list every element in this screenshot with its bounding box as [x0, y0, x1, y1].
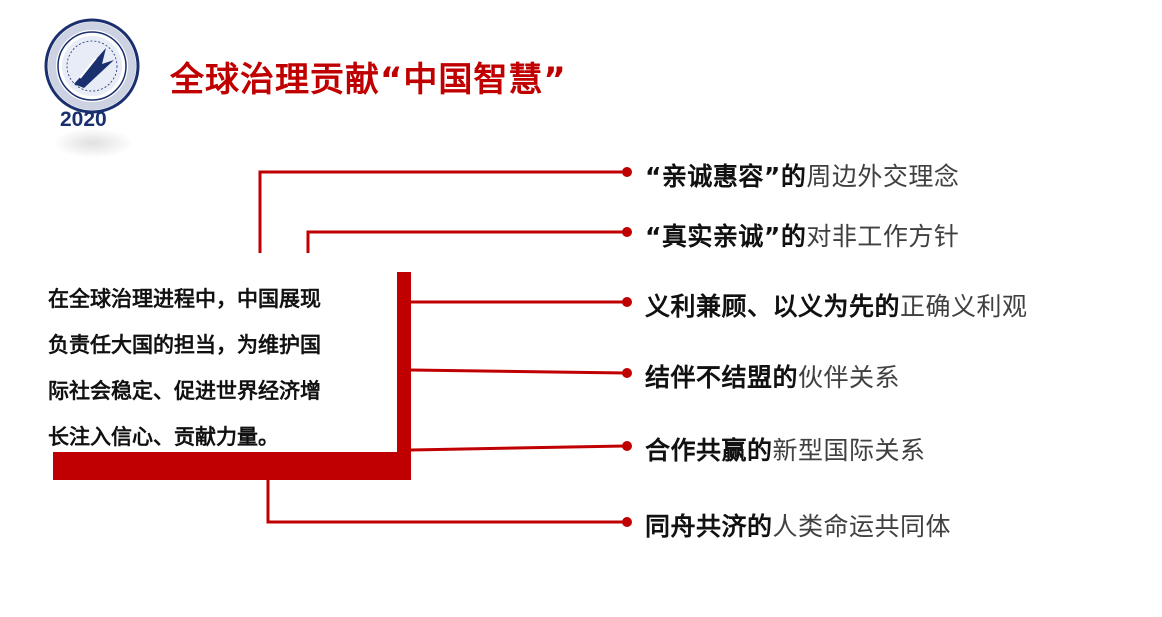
- list-item-6: 同舟共济的人类命运共同体: [645, 507, 951, 543]
- connector-line-4: [410, 368, 626, 375]
- list-item-2: “真实亲诚”的对非工作方针: [645, 217, 959, 253]
- item-prefix: 同舟共济的: [645, 512, 773, 541]
- connector-line-2: [306, 230, 625, 253]
- summary-line-3: 际社会稳定、促进世界经济增: [48, 379, 321, 403]
- item-prefix: “真实亲诚”的: [645, 222, 807, 251]
- bracket-bottom-bar: [53, 452, 411, 480]
- year-label: 2020: [60, 108, 107, 131]
- item-prefix: 合作共赢的: [645, 436, 773, 465]
- connector-dot-2: [622, 227, 632, 237]
- item-highlight: 正确义利观: [900, 292, 1028, 321]
- summary-line-2: 负责任大国的担当，为维护国: [48, 333, 321, 357]
- connector-dot-6: [622, 517, 632, 527]
- list-item-1: “亲诚惠容”的周边外交理念: [645, 157, 959, 193]
- item-highlight: 新型国际关系: [772, 436, 926, 465]
- connector-dot-4: [622, 368, 632, 378]
- item-prefix: “亲诚惠容”的: [645, 162, 807, 191]
- summary-line-1: 在全球治理进程中，中国展现: [48, 287, 321, 311]
- year-shadow: [52, 128, 134, 158]
- list-item-3: 义利兼顾、以义为先的正确义利观: [645, 287, 1028, 323]
- connector-dot-3: [622, 297, 632, 307]
- list-item-5: 合作共赢的新型国际关系: [645, 431, 926, 467]
- bracket-vertical-bar: [397, 272, 411, 480]
- page-title: 全球治理贡献“中国智慧”: [170, 60, 567, 100]
- connector-line-5: [410, 444, 626, 452]
- item-prefix: 结伴不结盟的: [645, 363, 799, 392]
- summary-text: 在全球治理进程中，中国展现 负责任大国的担当，为维护国 际社会稳定、促进世界经济…: [48, 276, 393, 460]
- item-highlight: 伙伴关系: [798, 363, 901, 392]
- summary-line-4: 长注入信心、贡献力量。: [48, 425, 279, 449]
- item-prefix: 义利兼顾、以义为先的: [645, 292, 901, 321]
- item-highlight: 周边外交理念: [806, 162, 960, 191]
- connector-dot-5: [622, 441, 632, 451]
- connector-line-1: [258, 170, 625, 253]
- university-seal-icon: [44, 18, 140, 114]
- item-highlight: 对非工作方针: [806, 222, 960, 251]
- connector-dot-1: [622, 167, 632, 177]
- list-item-4: 结伴不结盟的伙伴关系: [645, 358, 900, 394]
- connector-line-6: [266, 480, 625, 524]
- item-highlight: 人类命运共同体: [772, 512, 952, 541]
